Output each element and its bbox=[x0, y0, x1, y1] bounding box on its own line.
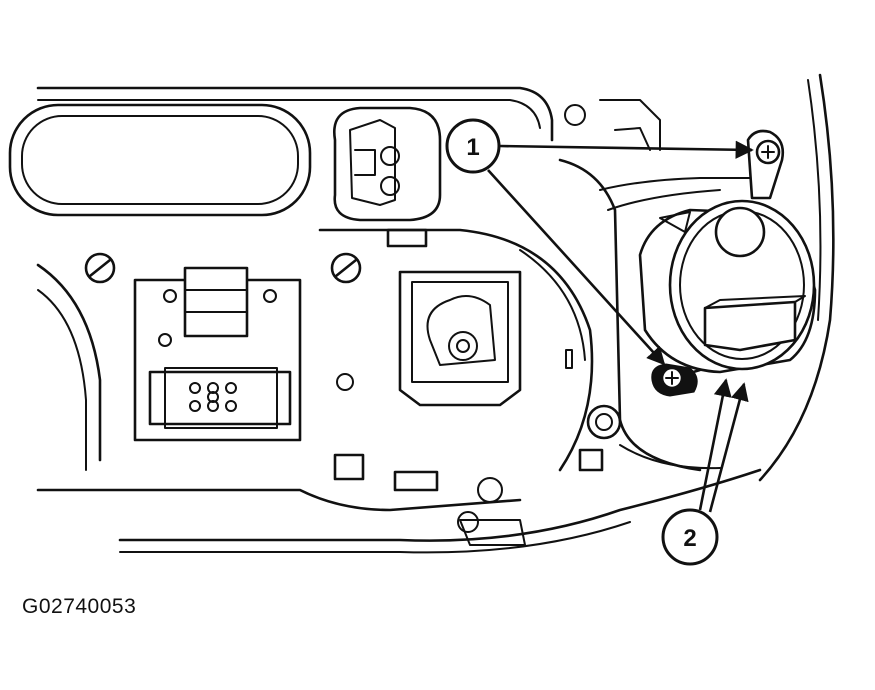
module-left bbox=[133, 266, 302, 442]
figure-id-label: G02740053 bbox=[22, 595, 137, 618]
lower-mounting-nut bbox=[651, 363, 698, 397]
arrow-to-lower-nut bbox=[487, 169, 666, 366]
top-slot bbox=[8, 103, 312, 217]
screw-middle bbox=[330, 252, 362, 284]
center-receptacle bbox=[386, 228, 522, 407]
upper-mounting-nut bbox=[746, 129, 785, 200]
callout-2-number: 2 bbox=[683, 525, 696, 552]
curved-housing bbox=[318, 228, 594, 546]
callout-2: 2 bbox=[661, 508, 719, 566]
arrow-to-motor-right bbox=[708, 382, 749, 513]
leader-arrows bbox=[487, 140, 754, 513]
connector-socket bbox=[332, 106, 442, 222]
panel-outline bbox=[36, 73, 835, 554]
arrow-to-motor-left bbox=[698, 378, 732, 511]
screw-left bbox=[84, 252, 116, 284]
actuator-motor bbox=[638, 199, 817, 384]
right-structure bbox=[558, 99, 761, 472]
callout-1-number: 1 bbox=[466, 134, 479, 161]
callout-1: 1 bbox=[445, 118, 501, 174]
arrow-to-upper-nut bbox=[499, 140, 754, 159]
